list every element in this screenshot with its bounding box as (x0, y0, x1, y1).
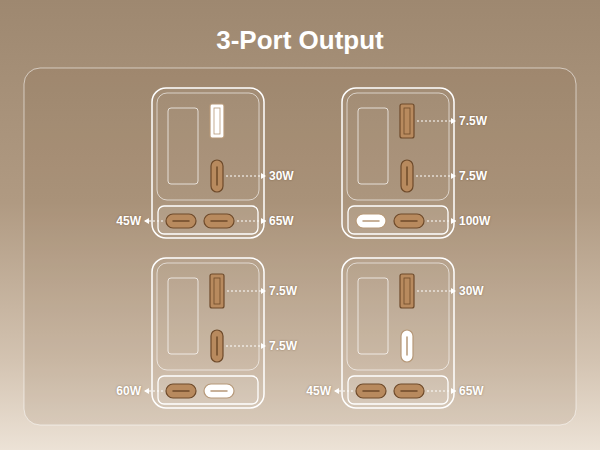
port-tray (348, 376, 448, 404)
power-label: 7.5W (459, 113, 487, 129)
display (168, 278, 198, 354)
charger (144, 88, 266, 238)
leader-line (227, 291, 266, 292)
arrowhead (451, 288, 456, 294)
usb-a-slot (404, 278, 410, 304)
usb-c-port (166, 214, 196, 228)
arrowhead (261, 343, 266, 349)
arrowhead (451, 218, 456, 224)
panel (24, 68, 576, 425)
charger-body (152, 88, 264, 238)
power-label: 65W (269, 213, 294, 229)
arrowhead (451, 388, 456, 394)
arrowhead (261, 288, 266, 294)
usb-c-port (394, 214, 424, 228)
usb-c-port (401, 160, 413, 192)
usb-c-port (401, 330, 413, 362)
usb-c-slot (363, 390, 379, 392)
usb-c-slot (211, 390, 227, 392)
charger (144, 258, 266, 408)
arrowhead (261, 173, 266, 179)
arrowhead (334, 388, 339, 394)
power-label: 7.5W (459, 168, 487, 184)
charger-face (157, 263, 259, 370)
leader-line (417, 121, 456, 122)
usb-c-slot (216, 337, 218, 355)
usb-a-slot (214, 108, 220, 134)
power-label: 7.5W (269, 283, 297, 299)
usb-c-slot (401, 220, 417, 222)
power-label: 45W (306, 383, 331, 399)
usb-c-port (356, 384, 386, 398)
usb-c-port (204, 384, 234, 398)
arrowhead (144, 388, 149, 394)
port-tray (348, 206, 448, 234)
usb-c-slot (406, 337, 408, 355)
usb-c-port (356, 214, 386, 228)
power-label: 45W (116, 213, 141, 229)
usb-a-port (210, 104, 224, 138)
charger-face (157, 93, 259, 200)
charger-body (152, 258, 264, 408)
leader-line (226, 346, 266, 347)
arrowhead (451, 173, 456, 179)
charger (342, 88, 456, 238)
power-label: 60W (116, 383, 141, 399)
port-tray (158, 206, 258, 234)
usb-c-port (166, 384, 196, 398)
usb-c-port (211, 160, 223, 192)
usb-a-port (400, 274, 414, 308)
usb-a-slot (214, 278, 220, 304)
power-label: 30W (269, 168, 294, 184)
power-label: 30W (459, 283, 484, 299)
usb-c-port (204, 214, 234, 228)
arrowhead (261, 218, 266, 224)
display (358, 278, 388, 354)
charger-body (342, 258, 454, 408)
usb-c-slot (173, 220, 189, 222)
usb-a-port (210, 274, 224, 308)
usb-c-slot (363, 220, 379, 222)
display (358, 108, 388, 184)
charger-face (347, 93, 449, 200)
usb-c-slot (173, 390, 189, 392)
leader-line (416, 176, 456, 177)
usb-c-slot (211, 220, 227, 222)
leader-line (417, 291, 456, 292)
usb-c-slot (406, 167, 408, 185)
usb-c-port (211, 330, 223, 362)
arrowhead (144, 218, 149, 224)
usb-c-slot (401, 390, 417, 392)
usb-c-port (394, 384, 424, 398)
usb-a-port (400, 104, 414, 138)
power-label: 7.5W (269, 338, 297, 354)
charger (334, 258, 456, 408)
usb-a-slot (404, 108, 410, 134)
arrowhead (451, 118, 456, 124)
display (168, 108, 198, 184)
power-label: 100W (459, 213, 490, 229)
title: 3-Port Output (0, 24, 600, 56)
usb-c-slot (216, 167, 218, 185)
power-label: 65W (459, 383, 484, 399)
port-tray (158, 376, 258, 404)
charger-face (347, 263, 449, 370)
charger-body (342, 88, 454, 238)
leader-line (226, 176, 266, 177)
